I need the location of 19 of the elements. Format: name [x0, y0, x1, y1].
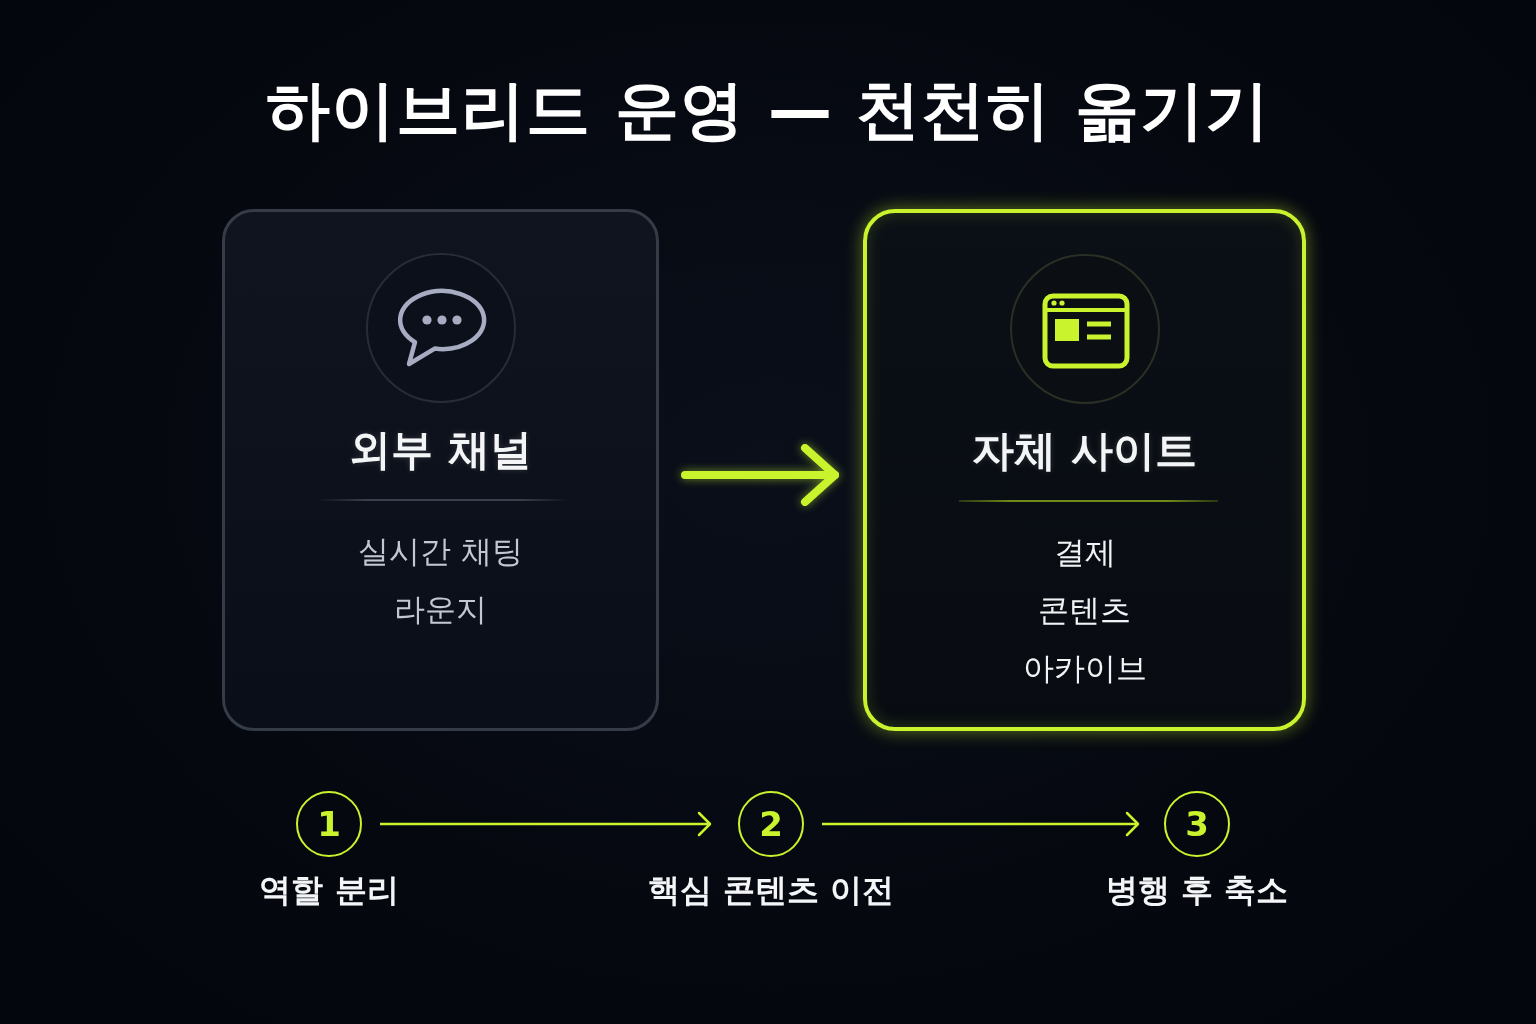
- step-circle: 2: [738, 791, 804, 857]
- card-heading: 외부 채널: [349, 425, 532, 475]
- list-item: 라운지: [394, 590, 487, 629]
- arrow: [822, 811, 1140, 837]
- list-item: 콘텐츠: [1038, 591, 1131, 630]
- card-panel: [222, 209, 659, 731]
- list-item: 아카이브: [1022, 649, 1147, 688]
- step-label: 역할 분리: [259, 870, 399, 910]
- step-circle: 1: [296, 791, 362, 857]
- card-panel: [863, 209, 1306, 731]
- list-item: 실시간 채팅: [358, 532, 523, 571]
- step-circle: 3: [1164, 791, 1230, 857]
- title: 하이브리드 운영 — 천천히 옮기기: [266, 72, 1270, 149]
- list-item: 결제: [1053, 533, 1116, 572]
- card-heading: 자체 사이트: [972, 426, 1197, 476]
- step-label: 핵심 콘텐츠 이전: [647, 870, 895, 910]
- step-label: 병행 후 축소: [1105, 870, 1289, 910]
- arrow: [380, 811, 712, 837]
- arrow: [681, 444, 839, 506]
